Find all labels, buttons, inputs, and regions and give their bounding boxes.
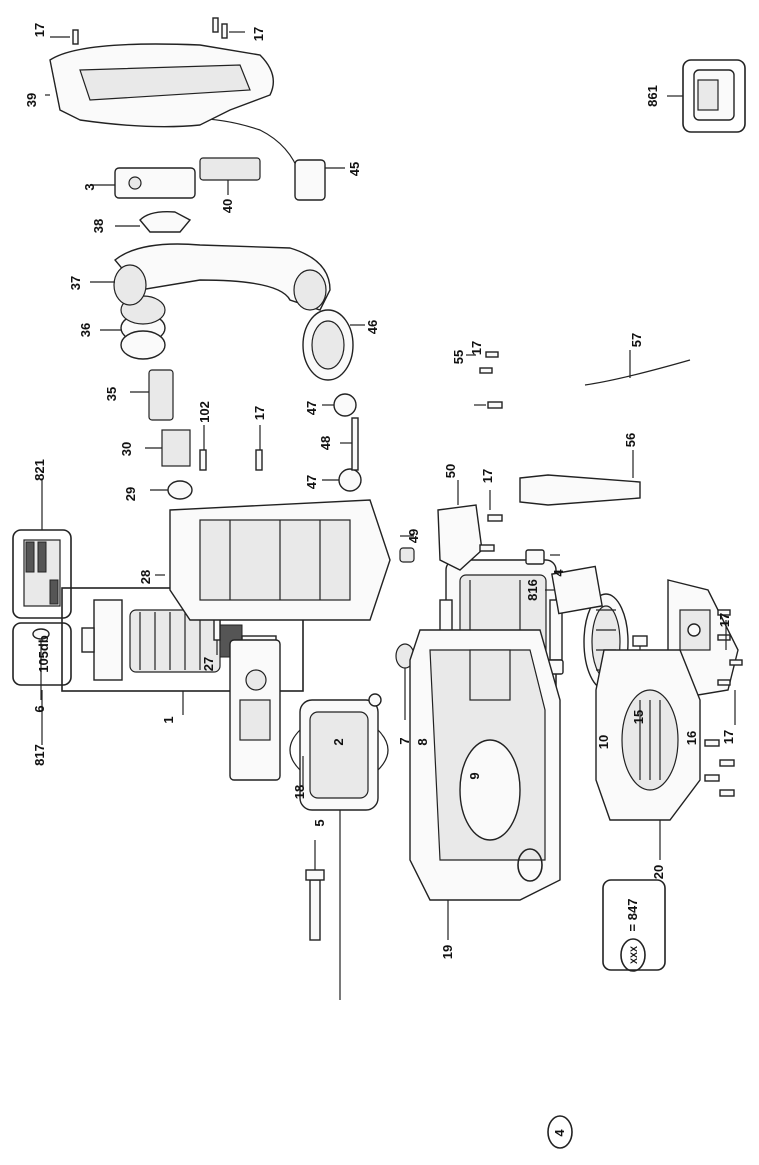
part-label-2: 2 xyxy=(331,738,346,745)
part-label-4: 4 xyxy=(552,1129,567,1137)
retaining-ring-part xyxy=(32,628,50,640)
trigger-part xyxy=(139,210,192,233)
part-label-17: 17 xyxy=(252,406,267,420)
part-label-1: 1 xyxy=(161,716,176,723)
part-label-816: 816 xyxy=(525,579,540,601)
rear-handle-part xyxy=(113,243,331,311)
part-label-16: 16 xyxy=(684,731,699,745)
part-label-35: 35 xyxy=(104,387,119,401)
part-label-10: 10 xyxy=(596,735,611,749)
part-label-817: 817 xyxy=(32,744,47,766)
carry-case-part xyxy=(693,69,735,121)
part-label-50: 50 xyxy=(443,464,458,478)
wheel-part xyxy=(338,468,362,492)
part-label-36: 36 xyxy=(78,323,93,337)
part-label-49: 49 xyxy=(406,529,421,543)
part-label-28: 28 xyxy=(138,570,153,584)
ref-circle xyxy=(517,848,543,882)
brush-holder-part xyxy=(525,549,545,565)
part-label-102: 102 xyxy=(197,401,212,423)
part-label-7: 7 xyxy=(397,737,412,744)
part-label-18: 18 xyxy=(292,785,307,799)
part-label-4: 4 xyxy=(551,569,566,577)
screw-part xyxy=(212,17,219,33)
screw-part xyxy=(221,23,228,39)
coil-part xyxy=(120,295,166,360)
legend-box xyxy=(602,879,666,971)
part-label-5: 5 xyxy=(312,819,327,826)
part-label-19: 19 xyxy=(440,945,455,959)
label-plate-part xyxy=(551,565,603,615)
block-part xyxy=(161,429,191,467)
power-cord-part xyxy=(584,359,691,386)
latch-part xyxy=(399,547,415,563)
screw-part xyxy=(485,351,499,358)
part-label-30: 30 xyxy=(119,442,134,456)
part-label-27: 27 xyxy=(201,657,216,671)
part-label-38: 38 xyxy=(91,219,106,233)
noise-label-box xyxy=(12,622,72,686)
part-label-17: 17 xyxy=(251,27,266,41)
part-label-39: 39 xyxy=(24,93,39,107)
part-label-9: 9 xyxy=(467,772,482,779)
part-label-46: 46 xyxy=(365,320,380,334)
part-label-57: 57 xyxy=(629,333,644,347)
part-label-17: 17 xyxy=(721,730,736,744)
part-label-47: 47 xyxy=(304,475,319,489)
screw-part xyxy=(479,544,495,552)
part-label-8: 8 xyxy=(415,738,430,745)
gear-housing-part xyxy=(409,629,561,901)
part-label-47: 47 xyxy=(304,401,319,415)
part-label-48: 48 xyxy=(318,436,333,450)
part-label-17: 17 xyxy=(480,469,495,483)
part-label-6: 6 xyxy=(32,705,47,712)
screw-part xyxy=(479,367,493,374)
strain-relief-part xyxy=(519,474,641,506)
part-label-40: 40 xyxy=(220,199,235,213)
screw-part xyxy=(255,449,263,471)
main-housing-part xyxy=(169,499,391,621)
part-label-861: 861 xyxy=(645,85,660,107)
screw-part xyxy=(199,449,207,471)
part-label-55: 55 xyxy=(451,350,466,364)
wheel-part xyxy=(333,393,357,417)
switch-cover-part xyxy=(114,167,196,199)
screw-part xyxy=(632,635,648,647)
field-part xyxy=(289,699,389,811)
part-label-29: 29 xyxy=(123,487,138,501)
part-label-56: 56 xyxy=(623,433,638,447)
top-handle-part xyxy=(49,43,274,128)
long-screw-part xyxy=(305,869,325,941)
part-label-37: 37 xyxy=(68,276,83,290)
legend-circle xyxy=(620,938,646,972)
bottom-cover-part xyxy=(595,649,701,821)
screw-set-part xyxy=(704,739,735,797)
part-label-17: 17 xyxy=(717,613,732,627)
screw-part xyxy=(72,29,79,45)
screw-set-part xyxy=(717,609,743,686)
circuit-board-part xyxy=(199,157,261,181)
part-label-17: 17 xyxy=(32,23,47,37)
roller-part xyxy=(148,369,174,421)
ref-circle xyxy=(547,1115,573,1149)
part-label-3: 3 xyxy=(82,183,97,190)
screw-part xyxy=(487,401,503,409)
legend-value-text: = 847 xyxy=(625,899,640,932)
part-label-821: 821 xyxy=(32,459,47,481)
part-label-45: 45 xyxy=(347,162,362,176)
screw-part xyxy=(487,514,503,522)
cover-part xyxy=(437,504,483,571)
end-cap-part xyxy=(302,309,354,381)
part-label-17: 17 xyxy=(469,341,484,355)
legend-circle-text: XXX xyxy=(629,946,639,964)
noise-label-text: 105db xyxy=(36,635,51,673)
axle-part xyxy=(351,417,359,471)
switch-part xyxy=(229,639,382,781)
part-label-20: 20 xyxy=(651,865,666,879)
part-label-15: 15 xyxy=(631,710,646,724)
spring-part xyxy=(167,480,193,500)
